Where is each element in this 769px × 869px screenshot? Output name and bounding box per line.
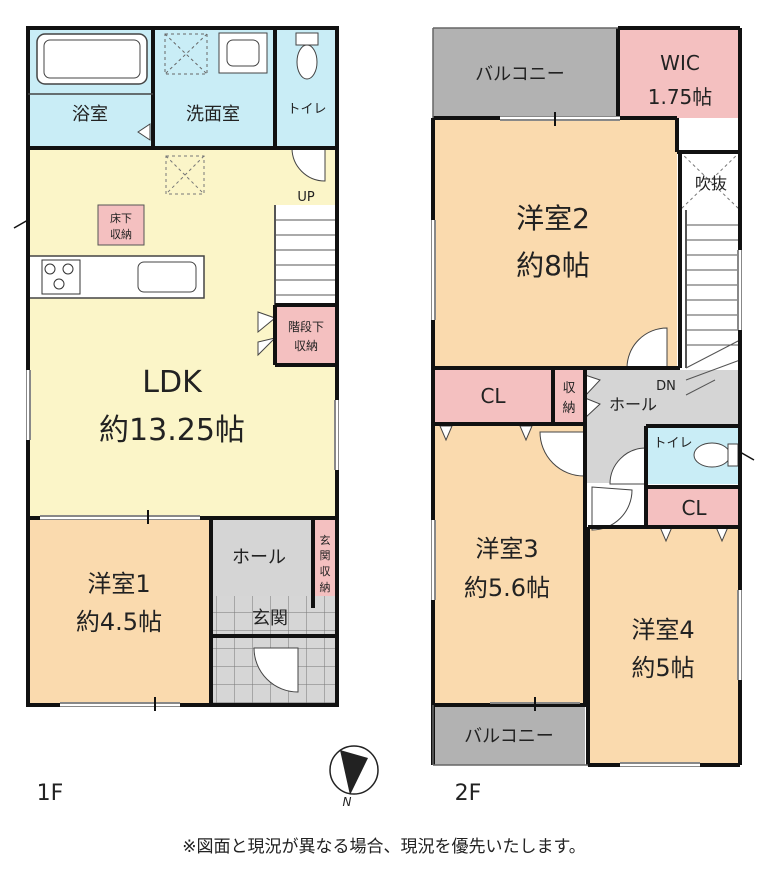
room4-size: 約5帖 [631, 654, 694, 682]
entrance-storage-label-3: 収 [320, 565, 331, 578]
stair-storage-label-1: 階段下 [288, 319, 324, 334]
floor-1-label: 1F [37, 781, 64, 806]
wic-size: 1.75帖 [648, 85, 713, 109]
washing-machine-space [164, 33, 208, 75]
compass-icon: N [329, 745, 379, 809]
cl-left [433, 368, 553, 424]
room2-name: 洋室2 [516, 202, 590, 235]
floor-2-label: 2F [455, 781, 482, 806]
stair-storage-label-2: 収納 [294, 339, 318, 353]
entrance-storage-label-1: 玄 [320, 533, 331, 547]
ldk-size: 約13.25帖 [99, 413, 245, 448]
storage-2f [553, 368, 585, 424]
staircase-1f [275, 205, 337, 305]
cl-left-label: CL [480, 384, 506, 408]
hall-2f-extra [680, 370, 740, 426]
room3-size: 約5.6帖 [464, 574, 550, 602]
ldk-name: LDK [142, 365, 203, 400]
entrance-storage-label-4: 納 [320, 581, 331, 594]
room1-size: 約4.5帖 [76, 608, 162, 636]
room1-name: 洋室1 [87, 570, 150, 598]
stair-storage-door [257, 311, 277, 357]
toilet-label-2f: トイレ [653, 436, 692, 451]
stair-storage [275, 305, 337, 365]
storage-label-2-2f: 納 [562, 401, 575, 416]
cl-right-label: CL [681, 496, 707, 520]
room3-name: 洋室3 [475, 535, 538, 563]
wash-basin [218, 32, 268, 74]
floor-2-plan: バルコニー WIC 1.75帖 吹抜 洋室2 約8帖 CL 収 納 DN ホール… [431, 26, 755, 806]
hall-label-1f: ホール [232, 547, 286, 568]
ventilation-1f [165, 155, 205, 195]
balcony-bottom [433, 705, 585, 765]
void-label: 吹抜 [695, 174, 727, 193]
entrance-storage-label-2: 関 [320, 549, 331, 562]
kitchen-sink [137, 261, 197, 293]
footnote: ※図面と現況が異なる場合、現況を優先いたします。 [182, 837, 586, 857]
room-1 [28, 518, 211, 705]
toilet-label-1f: トイレ [287, 102, 326, 117]
room-3 [433, 426, 585, 703]
staircase-2f [680, 210, 740, 370]
bathtub [36, 33, 148, 85]
wic-room [618, 28, 740, 118]
stair-up-label: UP [297, 190, 315, 205]
underfloor-storage-label-1: 床下 [110, 211, 132, 225]
underfloor-storage [97, 204, 145, 246]
room-2 [433, 118, 677, 368]
washroom-label: 洗面室 [186, 104, 240, 125]
room-4 [588, 527, 740, 765]
entrance-storage [313, 518, 337, 608]
entrance-door [253, 647, 299, 693]
room4-name: 洋室4 [631, 616, 694, 644]
stairs-1f [274, 205, 337, 305]
hall-1f [211, 518, 313, 596]
storage-label-1-2f: 収 [562, 381, 575, 396]
toilet-fixture-1f [295, 32, 319, 46]
underfloor-storage-label-2: 収納 [110, 228, 132, 241]
entrance-label: 玄関 [252, 608, 288, 629]
toilet-fixture-2f [693, 442, 731, 468]
cl-right [646, 487, 740, 527]
balcony-top-label: バルコニー [475, 64, 565, 85]
room2-door [626, 327, 668, 369]
toilet-door-1f [291, 147, 326, 182]
washroom-door [137, 123, 151, 141]
balcony-bottom-label: バルコニー [464, 726, 554, 747]
stair-down-label: DN [656, 379, 676, 394]
hall-label-2f: ホール [609, 395, 657, 414]
balcony-top [433, 28, 618, 118]
bath-label: 浴室 [72, 104, 108, 125]
wic-name: WIC [660, 51, 700, 75]
room4-door [591, 486, 633, 531]
compass-north-label: N [343, 795, 352, 809]
floor-1-plan: 浴室 洗面室 トイレ 床下 収納 UP 階段下 収納 LDK 約13.25帖 洋… [13, 26, 339, 806]
stairs-2f [685, 210, 741, 396]
room2-size: 約8帖 [516, 249, 590, 282]
